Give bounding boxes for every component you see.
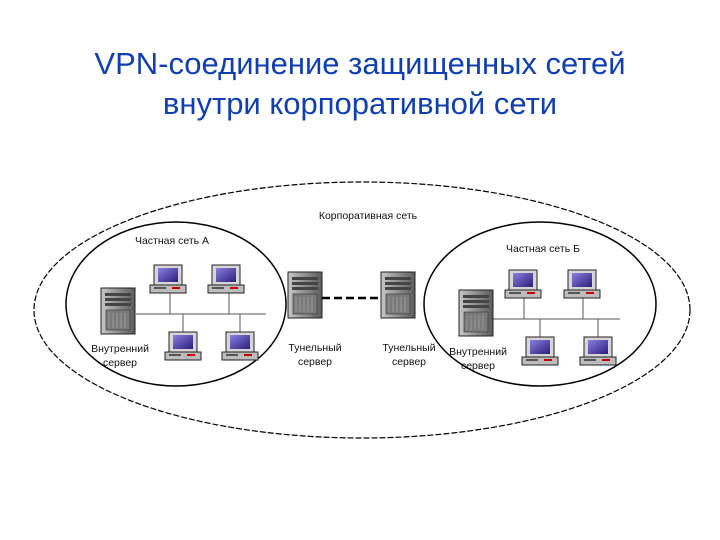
corporate-network-label: Корпоративная сеть bbox=[319, 210, 418, 222]
computer-icon bbox=[504, 269, 542, 299]
computer-icon bbox=[207, 264, 245, 294]
server-icon bbox=[458, 289, 494, 337]
server-icon bbox=[287, 271, 323, 319]
computer-icon bbox=[579, 336, 617, 366]
title-line-2: внутри корпоративной сети bbox=[162, 86, 558, 121]
computer-icon bbox=[164, 331, 202, 361]
tunnel-a-label: сервер bbox=[298, 356, 332, 368]
corporate-network-boundary bbox=[33, 181, 691, 439]
network-b-label: Частная сеть Б bbox=[506, 243, 580, 255]
network-a-label: Частная сеть А bbox=[135, 235, 209, 247]
computer-icon bbox=[563, 269, 601, 299]
network-b-server-label: сервер bbox=[461, 360, 495, 372]
computer-icon bbox=[149, 264, 187, 294]
page-title: VPN-соединение защищенных сетей внутри к… bbox=[0, 44, 720, 124]
server-icon bbox=[100, 287, 136, 335]
computer-icon bbox=[221, 331, 259, 361]
tunnel-b-label: Тунельный bbox=[382, 342, 435, 354]
title-line-1: VPN-соединение защищенных сетей bbox=[94, 46, 626, 81]
network-a-server-label: Внутренний bbox=[91, 343, 149, 355]
network-a-server-label: сервер bbox=[103, 357, 137, 369]
network-b-server-label: Внутренний bbox=[449, 346, 507, 358]
tunnel-a-label: Тунельный bbox=[288, 342, 341, 354]
computer-icon bbox=[521, 336, 559, 366]
tunnel-b-label: сервер bbox=[392, 356, 426, 368]
server-icon bbox=[380, 271, 416, 319]
